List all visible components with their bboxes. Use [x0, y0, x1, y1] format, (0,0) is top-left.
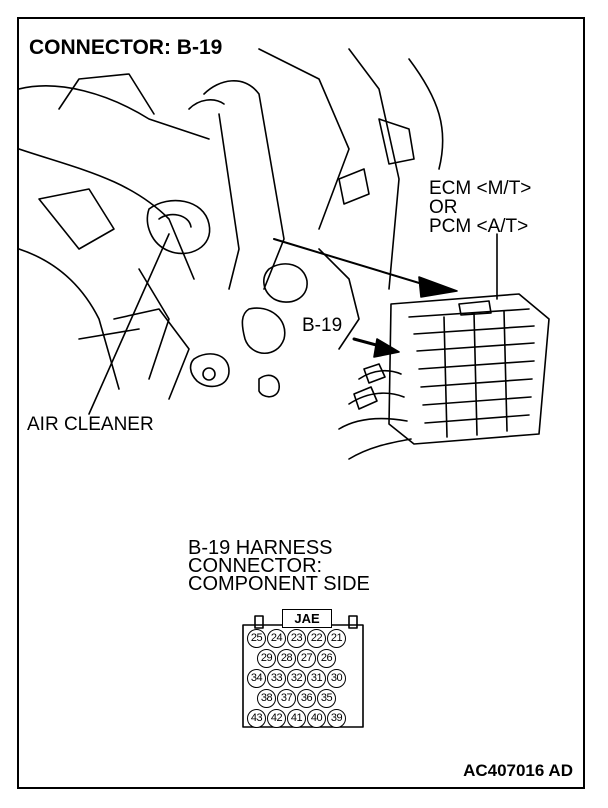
connector-pin: 33 — [267, 669, 286, 688]
air-cleaner-label: AIR CLEANER — [27, 414, 154, 435]
connector-pin: 39 — [327, 709, 346, 728]
connector-pin: 31 — [307, 669, 326, 688]
b19-callout-label: B-19 — [300, 315, 345, 336]
connector-pin: 36 — [297, 689, 316, 708]
connector-pin: 41 — [287, 709, 306, 728]
connector-pin: 21 — [327, 629, 346, 648]
ecm-pcm-label: ECM <M/T> OR PCM <A/T> — [429, 179, 531, 236]
connector-pin: 30 — [327, 669, 346, 688]
page-title: CONNECTOR: B-19 — [29, 36, 223, 59]
harness-caption-line3: COMPONENT SIDE — [188, 573, 370, 595]
harness-caption-line2: CONNECTOR: — [188, 555, 323, 577]
connector-pin: 35 — [317, 689, 336, 708]
connector-pin: 34 — [247, 669, 266, 688]
connector-pin: 37 — [277, 689, 296, 708]
ecm-label-line1: ECM <M/T> — [429, 178, 532, 199]
ecm-label-line3: PCM <A/T> — [429, 216, 529, 237]
connector-pin: 27 — [297, 649, 316, 668]
connector-pin: 28 — [277, 649, 296, 668]
connector-pin: 40 — [307, 709, 326, 728]
connector-pin: 26 — [317, 649, 336, 668]
connector-pin: 23 — [287, 629, 306, 648]
ecm-label-line2: OR — [429, 197, 458, 218]
figure-code: AC407016 AD — [463, 761, 573, 780]
connector-pin: 22 — [307, 629, 326, 648]
connector-key-label: JAE — [282, 609, 332, 628]
harness-connector-caption: B-19 HARNESS CONNECTOR: COMPONENT SIDE — [188, 537, 370, 595]
connector-pin: 32 — [287, 669, 306, 688]
connector-pin: 38 — [257, 689, 276, 708]
connector-pin: 43 — [247, 709, 266, 728]
connector-pin: 24 — [267, 629, 286, 648]
harness-caption-line1: B-19 HARNESS — [188, 537, 333, 559]
connector-pin: 29 — [257, 649, 276, 668]
diagram-frame: CONNECTOR: B-19 ECM <M/T> OR PCM <A/T> B… — [17, 17, 585, 789]
connector-pin: 42 — [267, 709, 286, 728]
engine-bay-illustration — [19, 48, 550, 728]
connector-pin: 25 — [247, 629, 266, 648]
